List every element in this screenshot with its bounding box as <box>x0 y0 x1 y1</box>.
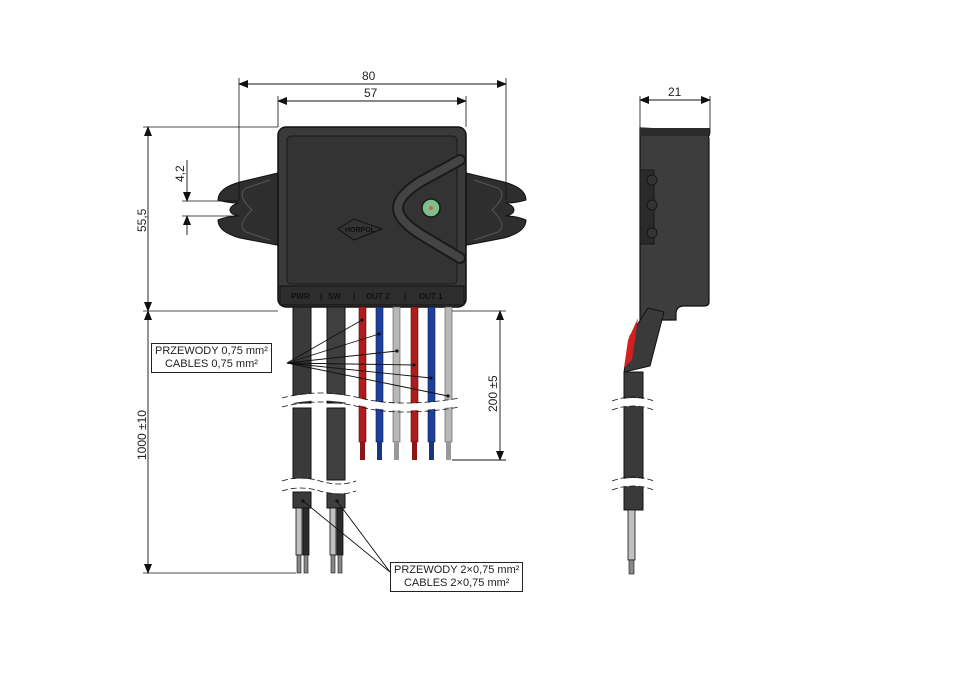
horpol-logo: HORPOL <box>337 218 384 241</box>
callout-thin-line2: CABLES 0,75 mm² <box>164 358 258 370</box>
side-break-lines <box>610 396 656 491</box>
lead-grey-1 <box>392 306 401 460</box>
callout-thick-cables: PRZEWODY 2×0,75 mm² CABLES 2×0,75 mm² <box>390 562 524 592</box>
dim-lead-length: 200 ±5 <box>452 310 506 461</box>
svg-text:21: 21 <box>668 85 682 99</box>
svg-text:4,2: 4,2 <box>173 165 187 182</box>
port-label-strip <box>279 285 465 306</box>
right-mounting-ear <box>461 171 527 247</box>
dim-mount-slot: 4,2 <box>173 160 240 235</box>
side-cable <box>623 371 644 511</box>
port-label-sw: SW <box>328 292 341 301</box>
lead-red-2 <box>410 306 419 460</box>
svg-text:HORPOL: HORPOL <box>345 227 376 234</box>
left-mounting-ear <box>217 171 283 247</box>
callout-thin-cables: PRZEWODY 0,75 mm² CABLES 0,75 mm² <box>151 343 272 373</box>
lead-grey-2 <box>444 306 453 460</box>
side-clips <box>639 169 658 245</box>
svg-text:1000 ±10: 1000 ±10 <box>135 410 149 460</box>
break-line-lower <box>280 477 358 495</box>
leader-lines-thin <box>286 318 450 398</box>
svg-text:|: | <box>404 292 406 301</box>
lead-blue-1 <box>375 306 384 460</box>
cable-pwr <box>292 306 312 574</box>
dim-depth: 21 <box>639 85 711 134</box>
lead-red-1 <box>358 306 367 460</box>
front-view: PWR | SW | OUT 2 | OUT 1 HORPOL <box>135 69 527 574</box>
svg-text:|: | <box>320 292 322 301</box>
dim-height: 55,5 <box>135 126 278 312</box>
port-label-out1: OUT 1 <box>419 292 443 301</box>
side-view: 21 <box>610 85 711 575</box>
svg-text:55,5: 55,5 <box>135 208 149 232</box>
port-label-out2: OUT 2 <box>366 292 390 301</box>
callout-thick-line2: CABLES 2×0,75 mm² <box>403 577 510 589</box>
cable-sw <box>326 306 346 574</box>
dim-overall-width: 80 <box>238 69 507 200</box>
dim-cable-length: 1000 ±10 <box>135 310 296 574</box>
leader-lines-thick <box>301 499 391 573</box>
callout-thick-line1: PRZEWODY 2×0,75 mm² <box>394 564 520 576</box>
lead-blue-2 <box>427 306 436 460</box>
break-line-upper <box>281 392 461 413</box>
svg-text:80: 80 <box>362 69 376 83</box>
callout-thin-line1: PRZEWODY 0,75 mm² <box>155 345 268 357</box>
svg-text:57: 57 <box>364 86 378 100</box>
port-label-pwr: PWR <box>291 292 310 301</box>
svg-text:|: | <box>353 292 355 301</box>
svg-text:200 ±5: 200 ±5 <box>486 375 500 412</box>
led-housing <box>391 154 466 264</box>
dim-body-width: 57 <box>277 86 467 127</box>
